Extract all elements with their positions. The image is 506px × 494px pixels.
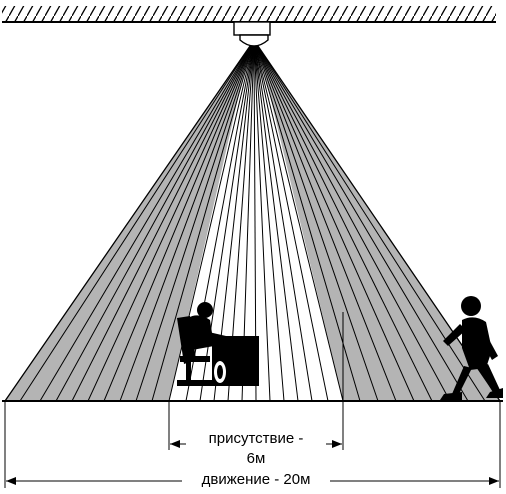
ceiling-sensor-icon <box>234 22 270 46</box>
motion-label: движение - 20м <box>202 471 311 488</box>
ceiling <box>2 6 496 22</box>
presence-value: 6м <box>247 450 266 467</box>
presence-label: присутствие - <box>209 430 304 447</box>
